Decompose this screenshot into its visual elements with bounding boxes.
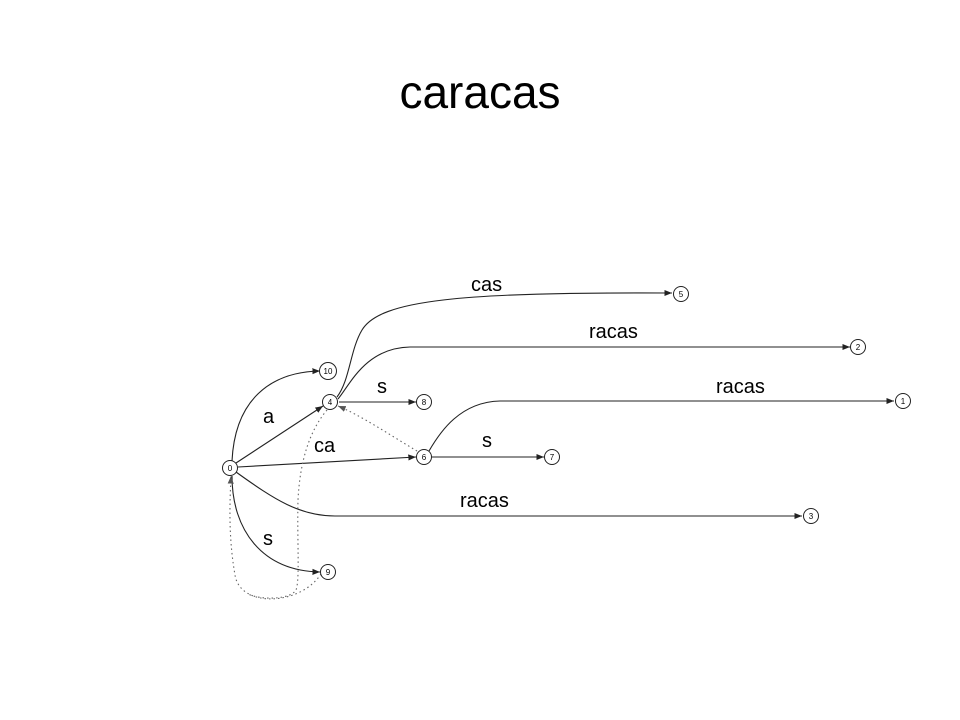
node-8-label: 8 [422, 398, 427, 407]
node-4-label: 4 [328, 398, 333, 407]
node-10: 10 [319, 362, 337, 380]
node-6: 6 [416, 449, 432, 465]
node-2-label: 2 [856, 343, 861, 352]
slide-title: caracas [399, 66, 561, 118]
node-5: 5 [673, 286, 689, 302]
node-3: 3 [803, 508, 819, 524]
edge-label-6-7: s [482, 430, 492, 452]
edge-label-0-6: ca [314, 435, 336, 457]
edge-0-4 [235, 405, 324, 464]
node-10-label: 10 [324, 367, 333, 376]
node-0-label: 0 [228, 464, 233, 473]
node-9: 9 [320, 564, 336, 580]
node-5-label: 5 [679, 290, 684, 299]
node-9-label: 9 [326, 568, 331, 577]
edge-label-0-9: s [263, 528, 273, 550]
edge-label-4-8: s [377, 376, 387, 398]
node-6-label: 6 [422, 453, 427, 462]
node-4: 4 [322, 394, 338, 410]
edge-0-10 [231, 368, 321, 462]
edge-0-6 [237, 454, 417, 468]
edge-4-5 [336, 289, 673, 398]
node-7-label: 7 [550, 453, 555, 462]
node-3-label: 3 [809, 512, 814, 521]
edge-0-3 [235, 471, 802, 520]
node-8: 8 [416, 394, 432, 410]
edge-label-4-5: cas [471, 274, 502, 296]
suffix-link-9-0 [227, 475, 322, 600]
node-7: 7 [544, 449, 560, 465]
edge-6-1 [428, 397, 894, 452]
edge-0-9 [231, 475, 321, 575]
node-2: 2 [850, 339, 866, 355]
edge-label-4-2: racas [589, 321, 638, 343]
edge-label-6-1: racas [716, 376, 765, 398]
edge-label-0-3: racas [460, 490, 509, 512]
edge-4-2 [337, 343, 850, 400]
suffix-link-6-4 [337, 405, 418, 452]
node-1: 1 [895, 393, 911, 409]
node-0: 0 [222, 460, 238, 476]
node-1-label: 1 [901, 397, 906, 406]
edge-label-0-4: a [263, 406, 275, 428]
